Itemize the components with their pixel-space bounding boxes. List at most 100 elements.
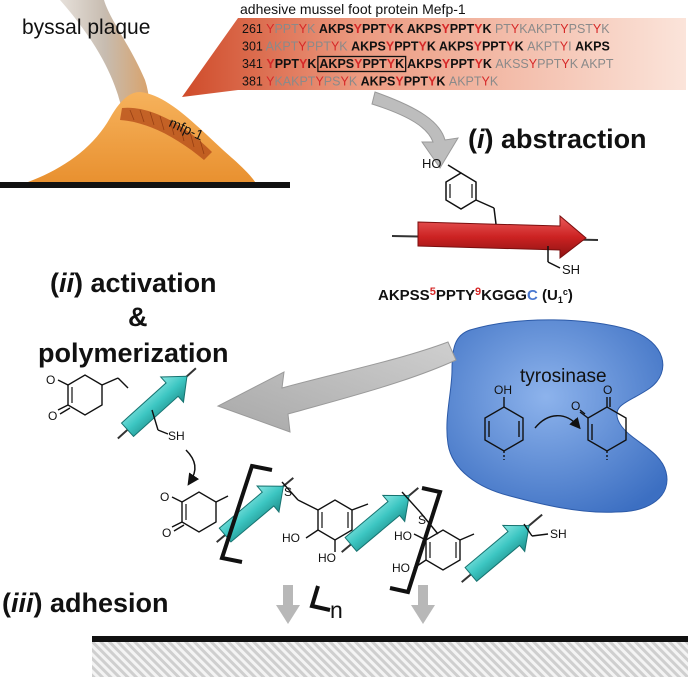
ho-label-top: HO	[422, 156, 442, 171]
sequence-segment: PPT	[404, 75, 429, 89]
sh-label-monomer: SH	[168, 429, 185, 443]
protein-title: adhesive mussel foot protein Mefp-1	[240, 1, 466, 17]
sequence-segment: Y	[299, 22, 308, 36]
ho-label-4: HO	[392, 561, 410, 575]
sequence-segment: K	[307, 22, 319, 36]
quinone-monomer	[57, 367, 200, 486]
peptide-strand-red	[391, 164, 599, 269]
sequence-segment: KAKPT	[519, 22, 560, 36]
sequence-segment: Y	[428, 75, 437, 89]
o-label-polymer-1: O	[160, 490, 169, 504]
sequence-segment: Y	[474, 22, 483, 36]
sequence-segment: AKPT	[449, 75, 482, 89]
sequence-segment: K	[483, 57, 496, 71]
oh-label-tyrosinase: OH	[494, 383, 512, 397]
ho-label-3: HO	[394, 529, 412, 543]
step-iii-label: (iii) adhesion	[2, 588, 169, 618]
sequence-segment: Y	[506, 40, 515, 54]
sequence-segment: PPT	[482, 40, 507, 54]
sequence-segment: Y	[561, 57, 570, 71]
tyrosinase-reaction	[484, 397, 627, 460]
sequence-segment: AKPS	[575, 40, 610, 54]
bracket-corner-bl	[309, 585, 331, 612]
sh-label-top: SH	[562, 262, 580, 277]
sequence-segment: AKPS	[361, 75, 396, 89]
sequence-segment: Y	[529, 57, 538, 71]
sequence-row: 381 YKAKPTYPSYK AKPSYPPTYK AKPTYK	[242, 75, 499, 89]
sequence-segment: KAKPT	[274, 75, 315, 89]
sequence-row-number: 301	[242, 40, 266, 54]
sequence-segment: AKPS	[407, 22, 442, 36]
sequence-segment: Y	[386, 22, 395, 36]
sequence-segment: Y	[419, 40, 428, 54]
sequence-segment: Y	[340, 75, 349, 89]
sequence-segment: Y	[298, 40, 307, 54]
byssal-thread	[60, 0, 150, 125]
repeat-bracket-right	[389, 486, 443, 595]
sequence-segment: K AKPT	[570, 57, 614, 71]
sequence-segment: PPT	[537, 57, 562, 71]
sequence-segment: K	[601, 22, 610, 36]
sequence-segment: PST	[569, 22, 594, 36]
sequence-segment: PPT	[450, 57, 475, 71]
sequence-segment: K	[482, 22, 495, 36]
sequence-segment: PT	[495, 22, 511, 36]
repeat-bracket-left	[219, 463, 273, 564]
o-label-polymer-2: O	[162, 526, 171, 540]
sequence-segment: PPT	[394, 40, 419, 54]
sequence-segment: Y	[354, 57, 363, 71]
sequence-segment: Y	[593, 22, 602, 36]
sequence-segment: Y	[387, 57, 396, 71]
o-label-tyrosinase-1: O	[571, 399, 580, 413]
sequence-segment: Y	[442, 57, 451, 71]
polymerization-label: polymerization	[38, 338, 229, 368]
sequence-segment: PPT	[307, 40, 332, 54]
sequence-segment: K	[515, 40, 528, 54]
sequence-row: 301 AKPTYPPTYK AKPSYPPTYK AKPSYPPTYK AKP…	[242, 40, 610, 54]
sequence-row: 261 YPPTYK AKPSYPPTYK AKPSYPPTYK PTYKAKP…	[242, 22, 610, 36]
sequence-segment: AKSS	[495, 57, 528, 71]
adhesion-arrow-right	[411, 585, 435, 624]
sequence-segment: Y	[474, 40, 483, 54]
sequence-cone	[182, 18, 686, 97]
sequence-segment: K	[490, 75, 499, 89]
sequence-segment: AKPT	[527, 40, 560, 54]
sequence-segment: Y	[315, 75, 324, 89]
sequence-segment: Y	[395, 75, 404, 89]
ho-label-1: HO	[282, 531, 300, 545]
substrate-surface	[92, 636, 688, 677]
sequence-segment: Y	[482, 75, 491, 89]
tyrosinase-label: tyrosinase	[520, 366, 607, 387]
sequence-segment: AKPT	[266, 40, 299, 54]
step-ii-label: (ii) activation	[50, 268, 217, 298]
sequence-segment: PS	[324, 75, 341, 89]
sequence-segment: K	[349, 75, 361, 89]
sequence-segment: K	[395, 57, 404, 71]
sequence-segment: Y	[299, 57, 308, 71]
sequence-segment: Y	[511, 22, 520, 36]
sequence-segment: AKPS	[439, 40, 474, 54]
mfp1-region	[120, 107, 212, 160]
adhesion-arrow-left	[276, 585, 300, 624]
sequence-segment: AKPS	[319, 57, 354, 71]
step-i-label: (i) abstraction	[468, 124, 647, 154]
sequence-segment: PPT	[450, 22, 475, 36]
sequence-segment: Y	[354, 22, 363, 36]
sequence-row-number: 261	[242, 22, 266, 36]
sequence-segment: Y	[266, 57, 275, 71]
sequence-segment: K	[436, 75, 449, 89]
sequence-row-number: 381	[242, 75, 266, 89]
sequence-segment: PPT	[274, 22, 299, 36]
sequence-segment: Y	[331, 40, 340, 54]
sequence-segment: PPT	[362, 22, 387, 36]
sequence-row: 341 YPPTYK AKPSYPPTYK AKPSYPPTYK AKSSYPP…	[242, 57, 614, 71]
sequence-segment: AKPS	[351, 40, 386, 54]
repeat-n-label: n	[330, 597, 343, 623]
sequence-segment: Y	[560, 40, 569, 54]
sequence-segment: PPT	[275, 57, 300, 71]
o-label-monomer-2: O	[48, 409, 57, 423]
sequence-segment: K	[427, 40, 439, 54]
sequence-segment: K	[395, 22, 407, 36]
s-label-1: S	[284, 485, 292, 499]
